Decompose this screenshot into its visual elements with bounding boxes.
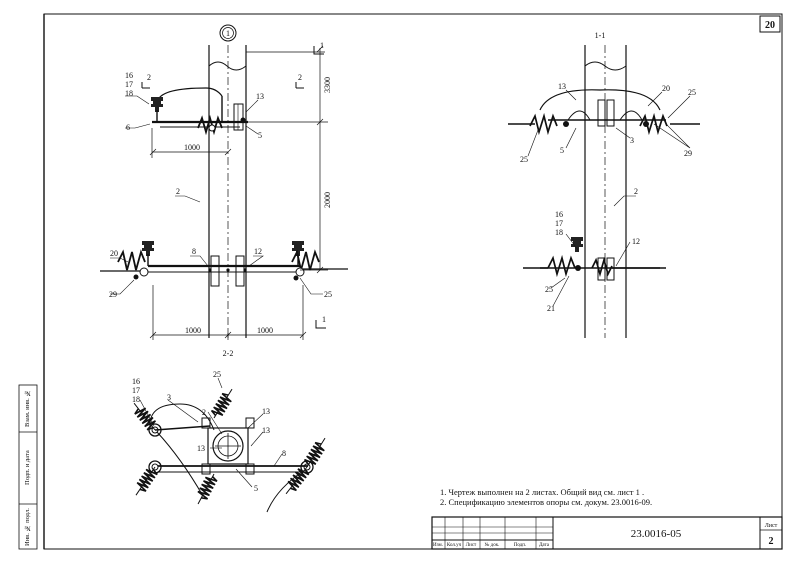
title-header-date: Дата — [539, 543, 550, 548]
callout-13-front: 13 — [256, 92, 264, 101]
callout-13-side: 13 — [558, 82, 566, 91]
side-lower-insulators — [523, 237, 660, 278]
dimension-lines — [149, 45, 328, 340]
view-circle-marker — [219, 24, 237, 42]
section-mark-2-right: 2 — [298, 73, 302, 82]
view-1-1-label: 1-1 — [595, 31, 606, 40]
callout-17-front: 17 — [125, 80, 133, 89]
side-stamp-frame — [18, 384, 38, 550]
callout-13-plan-center: 13 — [197, 444, 205, 453]
callout-21-side: 21 — [547, 304, 555, 313]
title-header-sign: Подп. — [514, 543, 526, 548]
callout-29-side: 29 — [684, 149, 692, 158]
section-mark-2-left: 2 — [147, 73, 151, 82]
callout-2-front: 2 — [176, 187, 180, 196]
callout-3-plan: 3 — [167, 393, 171, 402]
sheet-frame — [43, 13, 783, 550]
view-2-2-label: 2-2 — [223, 349, 234, 358]
lower-insulator-chain-left — [117, 249, 149, 280]
callout-17-side: 17 — [555, 219, 563, 228]
front-view: 1 — [100, 24, 348, 340]
callout-25-side-top: 25 — [688, 88, 696, 97]
dim-1000-right: 1000 — [257, 326, 273, 335]
section-mark-1-bottom: 1 — [322, 315, 326, 324]
side-stamp-sign: Подп. и дата — [24, 450, 31, 486]
dim-1000-top: 1000 — [184, 143, 200, 152]
callout-18-side: 18 — [555, 228, 563, 237]
sheet-top-number: 20 — [765, 20, 775, 31]
callout-2-plan: 2 — [202, 408, 206, 417]
section-marks — [141, 46, 326, 329]
side-leaders — [527, 89, 691, 307]
pole-front — [208, 45, 325, 338]
callout-25-side-bottom: 25 — [545, 285, 553, 294]
view-1-1: 1-1 — [508, 31, 700, 338]
note-1: 1. Чертеж выполнен на 2 листах. Общий ви… — [440, 487, 645, 497]
callout-16-plan: 16 — [132, 377, 140, 386]
plan-leaders — [139, 377, 283, 488]
side-top-insulators — [508, 112, 700, 136]
lower-crossarm — [100, 255, 348, 287]
callout-3-side: 3 — [630, 136, 634, 145]
note-2: 2. Спецификацию элементов опоры см. доку… — [440, 497, 653, 507]
callout-8-front: 8 — [192, 247, 196, 256]
dim-1000-left: 1000 — [185, 326, 201, 335]
callout-25-plan: 25 — [213, 370, 221, 379]
dim-3300: 3300 — [323, 77, 332, 93]
title-header-list: Лист — [466, 543, 477, 548]
sheet-number: 2 — [769, 536, 774, 547]
title-header-doc: № док. — [485, 542, 500, 548]
callout-29-front: 29 — [109, 290, 117, 299]
callout-25-side-left: 25 — [520, 155, 528, 164]
sheet-label: Лист — [765, 523, 778, 529]
front-leaders — [110, 95, 323, 295]
callout-20-side: 20 — [662, 84, 670, 93]
view-2-2: 2-2 — [128, 349, 331, 513]
doc-code: 23.0016-05 — [631, 528, 682, 540]
callout-5-side: 5 — [560, 146, 564, 155]
plan-structure — [148, 403, 314, 513]
callout-20-front: 20 — [110, 249, 118, 258]
callout-5-plan: 5 — [254, 484, 258, 493]
top-insulator-chain — [197, 114, 246, 136]
side-stamp-replace: Взам. инв. № — [24, 389, 31, 427]
callout-17-plan: 17 — [132, 386, 140, 395]
callout-5-front: 5 — [258, 131, 262, 140]
callout-18-plan: 18 — [132, 395, 140, 404]
side-stamp-inv: Инв. № подл. — [24, 508, 31, 546]
title-block — [431, 516, 783, 550]
callout-12-side: 12 — [632, 237, 640, 246]
callout-2-side: 2 — [634, 187, 638, 196]
plan-insulator-chains — [128, 385, 331, 508]
title-header-izm: Изм. — [433, 543, 443, 548]
section-mark-1-top: 1 — [320, 41, 324, 50]
title-header-kol: Кол.уч — [447, 543, 462, 548]
callout-16-front: 16 — [125, 71, 133, 80]
dim-2000: 2000 — [323, 192, 332, 208]
callout-13-plan-right-top: 13 — [262, 407, 270, 416]
callout-8-plan: 8 — [282, 449, 286, 458]
callout-16-side: 16 — [555, 210, 563, 219]
callout-12-front: 12 — [254, 247, 262, 256]
callout-13-plan-right: 13 — [262, 426, 270, 435]
callout-25-front: 25 — [324, 290, 332, 299]
callout-6-front: 6 — [126, 123, 130, 132]
circle-marker-label: 1 — [226, 29, 230, 38]
callout-18-front: 18 — [125, 89, 133, 98]
